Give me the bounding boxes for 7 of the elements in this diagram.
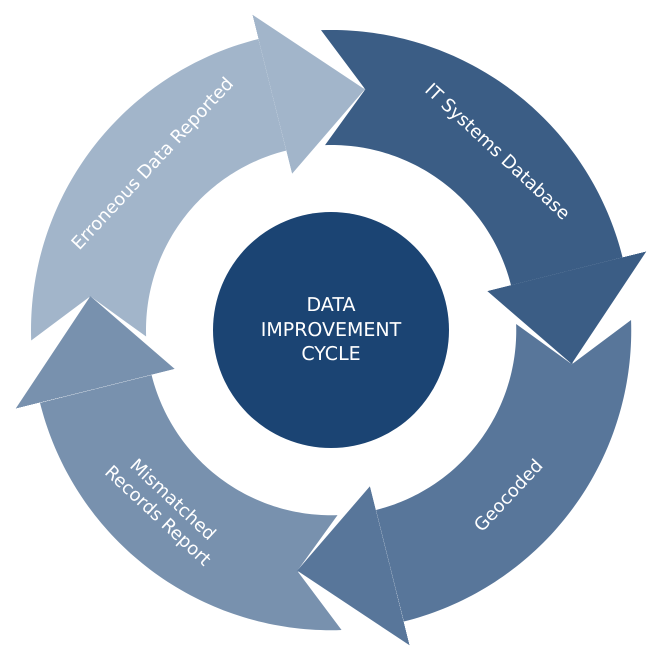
arrow [16,296,175,409]
curved-arrow [320,30,622,286]
arrow [252,14,365,174]
curved-arrow [40,374,342,630]
arrow [297,486,410,646]
cycle-title: DATA IMPROVEMENT CYCLE [260,292,402,368]
arrow [487,251,646,364]
